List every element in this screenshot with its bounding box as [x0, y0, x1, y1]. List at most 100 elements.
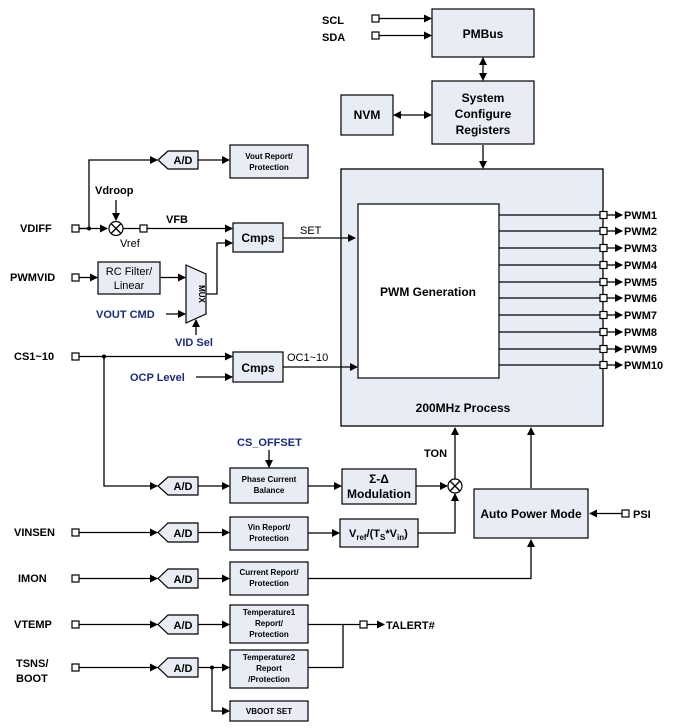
- ad-vin-label: A/D: [174, 528, 193, 540]
- oc-label: OC1~10: [287, 352, 328, 364]
- pwm4-label: PWM4: [624, 260, 658, 272]
- pwm5-label: PWM5: [624, 277, 657, 289]
- cmps-oc-label: Cmps: [241, 361, 275, 375]
- pin-vdiff: [71, 224, 80, 233]
- pin-talert: [359, 620, 368, 629]
- sigma-delta-line2: Modulation: [347, 487, 411, 501]
- pwm10-label: PWM10: [624, 360, 663, 372]
- pwm7-label: PWM7: [624, 310, 657, 322]
- vout-report-line1: Vout Report/: [245, 152, 293, 161]
- pin-sda-label: SDA: [322, 32, 345, 44]
- pwm2-label: PWM2: [624, 226, 657, 238]
- current-report-line2: Protection: [249, 579, 289, 588]
- process-label: 200MHz Process: [416, 401, 511, 415]
- vin-report-line2: Protection: [249, 534, 289, 543]
- mux-block: [185, 264, 207, 324]
- pin-sda: [371, 31, 380, 40]
- current-report-line1: Current Report/: [239, 568, 299, 577]
- vref-ts-vin-label: Vref/(TS*Vin): [349, 528, 408, 542]
- phase-balance-line2: Balance: [254, 486, 285, 495]
- ad-cs-label: A/D: [174, 481, 193, 493]
- vfb-node: [139, 224, 148, 233]
- pin-psi-label: PSI: [633, 509, 651, 521]
- vin-report-line1: Vin Report/: [248, 523, 291, 532]
- pmbus-label: PMBus: [463, 27, 504, 41]
- ocp-level-label: OCP Level: [130, 372, 185, 384]
- vout-cmd-label: VOUT CMD: [96, 309, 155, 321]
- temp2-line2: Report: [256, 664, 282, 673]
- pin-scl-label: SCL: [322, 15, 344, 27]
- pwm-generation-label: PWM Generation: [380, 285, 476, 299]
- pin-vdiff-label: VDIFF: [20, 223, 52, 235]
- sys-cfg-line3: Registers: [456, 123, 511, 137]
- rc-filter-line1: RC Filter/: [106, 266, 153, 278]
- pin-imon-label: IMON: [18, 573, 47, 585]
- vboot-set-block: [229, 700, 309, 722]
- pwm-output-lines: [499, 214, 600, 366]
- auto-power-mode-block: [473, 488, 589, 539]
- temperature2-report-block: [229, 649, 309, 689]
- vref-label: Vref: [120, 238, 141, 250]
- vout-report-block: [229, 144, 309, 179]
- vref-ts-vin-block: [339, 518, 419, 548]
- rc-filter-line2: Linear: [114, 280, 145, 292]
- auto-power-mode-label: Auto Power Mode: [480, 507, 582, 521]
- ad-imon-label: A/D: [174, 574, 193, 586]
- system-configure-registers-block: [431, 80, 535, 145]
- pwm-generation-block: [357, 203, 500, 379]
- temp1-line1: Temperature1: [243, 608, 296, 617]
- pin-scl: [371, 14, 380, 23]
- temp2-line3: /Protection: [248, 675, 290, 684]
- sigma-delta-block: [341, 468, 417, 505]
- pin-tsns: [71, 663, 80, 672]
- pin-vtemp: [71, 620, 80, 629]
- pin-boot-label: BOOT: [16, 673, 48, 685]
- ad-tsns-label: A/D: [174, 663, 193, 675]
- comparator-oc: [232, 351, 284, 383]
- pin-psi: [621, 509, 630, 518]
- nvm-block: [340, 94, 394, 136]
- mux-label: MUX: [197, 285, 206, 303]
- pwm-output-arrows: [607, 211, 623, 369]
- pin-vtemp-label: VTEMP: [14, 619, 52, 631]
- pin-tsns-label: TSNS/: [16, 658, 48, 670]
- sigma-delta-line1: Σ-Δ: [369, 472, 389, 486]
- temp1-line3: Protection: [249, 630, 289, 639]
- pwm3-label: PWM3: [624, 243, 657, 255]
- vfb-label: VFB: [166, 214, 188, 226]
- cs-offset-label: CS_OFFSET: [237, 437, 302, 449]
- pwm8-label: PWM8: [624, 327, 657, 339]
- temp2-line1: Temperature2: [243, 653, 296, 662]
- temperature1-report-block: [229, 604, 309, 644]
- pin-vinsen-label: VINSEN: [14, 527, 55, 539]
- vboot-set-label: VBOOT SET: [246, 707, 292, 716]
- vid-sel-label: VID Sel: [175, 337, 213, 349]
- nvm-label: NVM: [354, 108, 381, 122]
- vout-report-line2: Protection: [249, 163, 289, 172]
- temp1-line2: Report/: [255, 619, 284, 628]
- pin-vinsen: [71, 528, 80, 537]
- pin-cs: [71, 352, 80, 361]
- rc-filter-block: [97, 261, 161, 295]
- vin-report-block: [229, 516, 309, 551]
- vdroop-label: Vdroop: [95, 185, 134, 197]
- sys-cfg-line1: System: [462, 91, 505, 105]
- cmps-set-label: Cmps: [241, 231, 275, 245]
- pin-pwmvid: [71, 273, 80, 282]
- pwm6-label: PWM6: [624, 293, 657, 305]
- sys-cfg-line2: Configure: [455, 107, 512, 121]
- ad-vtemp-label: A/D: [174, 620, 193, 632]
- ton-label: TON: [424, 448, 447, 460]
- phase-balance-line1: Phase Current: [242, 475, 297, 484]
- pin-imon: [71, 574, 80, 583]
- pin-pwmvid-label: PWMVID: [10, 272, 55, 284]
- ad-vout-label: A/D: [174, 155, 193, 167]
- pin-cs-label: CS1~10: [14, 351, 54, 363]
- comparator-set: [232, 222, 284, 253]
- pwm1-label: PWM1: [624, 210, 657, 222]
- set-label: SET: [300, 225, 322, 237]
- pmbus-block: [431, 8, 535, 58]
- pin-talert-label: TALERT#: [386, 620, 435, 632]
- pwm9-label: PWM9: [624, 344, 657, 356]
